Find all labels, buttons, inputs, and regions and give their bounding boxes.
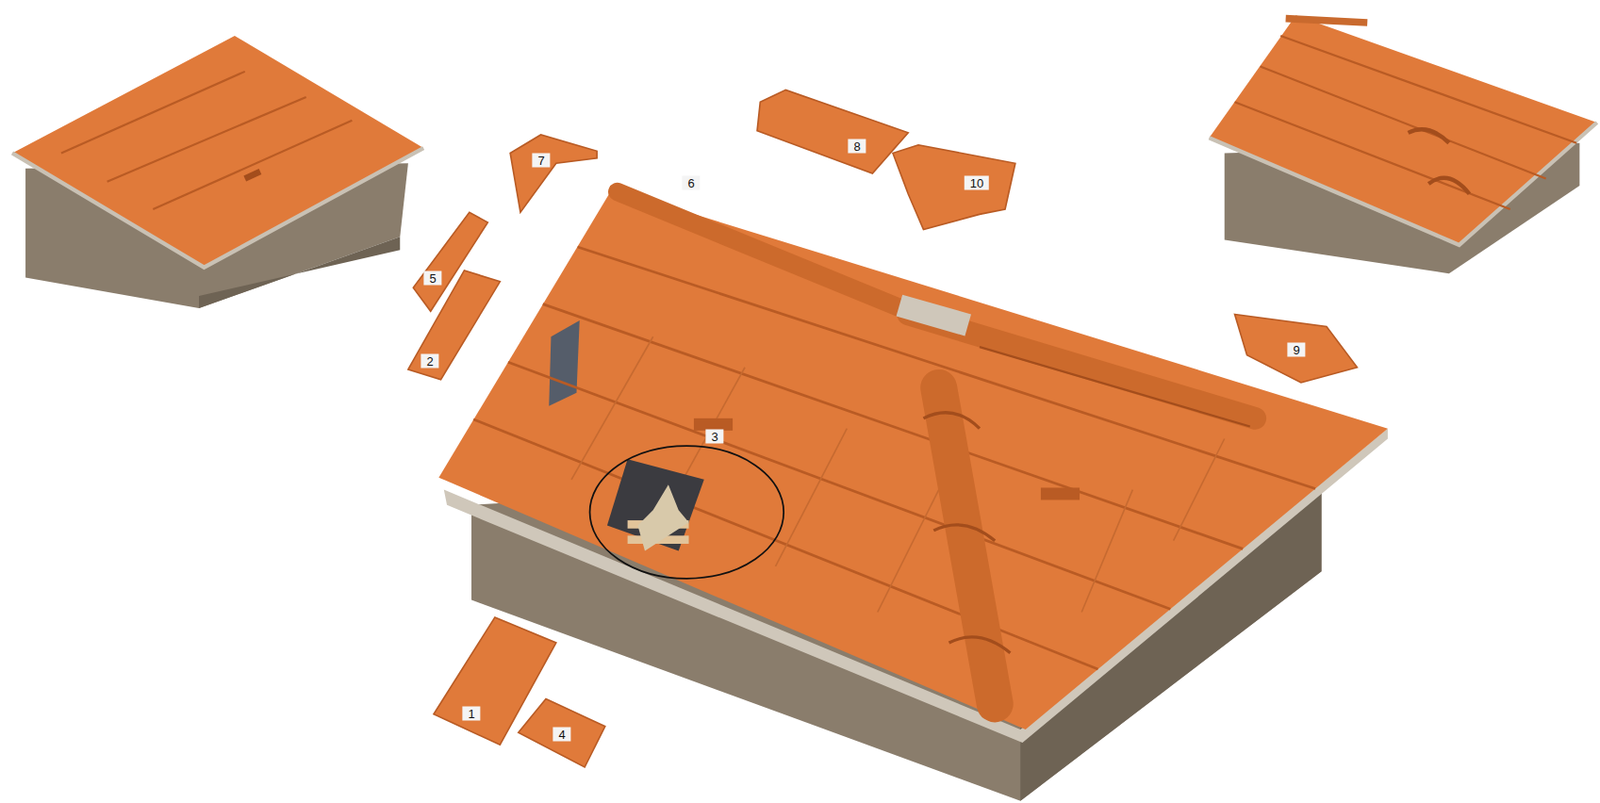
loose-tiles: [408, 89, 1358, 768]
main-house: [438, 188, 1388, 801]
callout-number: 3: [705, 429, 724, 445]
callout-number: 6: [681, 176, 700, 191]
callout-number: 10: [964, 176, 990, 191]
callout-number: 2: [420, 354, 439, 369]
callout-number: 8: [847, 139, 866, 154]
callout-number: 9: [1286, 343, 1305, 358]
callout-number: 5: [423, 271, 442, 286]
callout-number: 1: [461, 707, 480, 722]
small-house-left: [12, 35, 424, 309]
callout-number: 4: [552, 727, 571, 743]
callout-number: 7: [531, 153, 550, 168]
small-house-right: [1208, 15, 1597, 274]
